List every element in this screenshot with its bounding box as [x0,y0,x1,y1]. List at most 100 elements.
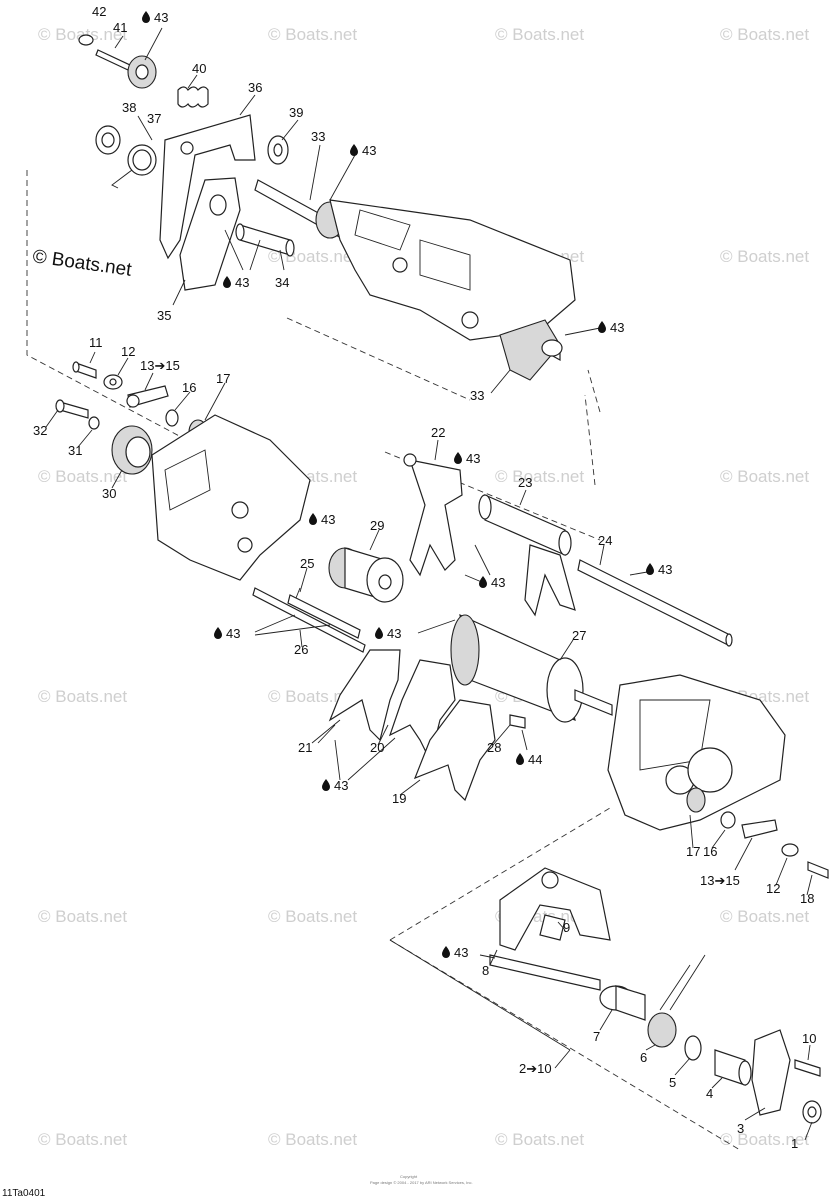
callout-label: 34 [275,275,289,290]
part-3-bracket [751,1029,791,1116]
part-20-fork [388,659,456,762]
callout-label: 9 [563,920,570,935]
callout-label: 43 [362,143,376,158]
callout-label: 38 [122,100,136,115]
part-6-spring [647,1012,677,1048]
watermark: © Boats.net [38,1130,127,1149]
watermark: © Boats.net [268,25,357,44]
callout-label: 17 [216,371,230,386]
part-28-pin [509,714,526,729]
part-33-sector [499,319,561,381]
callout-label: 32 [33,423,47,438]
callout-label: 17 [686,844,700,859]
callout-label: 16 [703,844,717,859]
watermark: © Boats.net [38,467,127,486]
part-23-sleeve [484,494,566,556]
figure-code: 11Ta0401 [2,1188,46,1199]
part-9-spring [539,914,566,941]
callout-label: 33 [470,388,484,403]
callout-label: 4 [706,1086,713,1101]
watermarks: © Boats.net © Boats.net © Boats.net © Bo… [31,25,809,1149]
part-40-spring [177,86,209,108]
watermark: © Boats.net [495,25,584,44]
part-42-washer [78,34,94,46]
watermark: © Boats.net [495,467,584,486]
part-8-lever [499,867,611,951]
part-41-shaft [95,49,131,71]
oil-drop-icon [223,276,231,288]
part-10-bolt [794,1059,821,1077]
oil-drop-icon [442,946,450,958]
watermark: © Boats.net [38,687,127,706]
callout-label: 43 [658,562,672,577]
assembly-outlines [26,170,741,1151]
watermark: © Boats.net [268,1130,357,1149]
part-12-washer-right [781,843,799,857]
callout-label: 43 [454,945,468,960]
callout-label: 25 [300,556,314,571]
callout-label: 43 [235,275,249,290]
callout-label: 23 [518,475,532,490]
callout-label: 27 [572,628,586,643]
watermark: © Boats.net [38,907,127,926]
callout-label: 43 [226,626,240,641]
callout-label: 29 [370,518,384,533]
watermark: © Boats.net [495,1130,584,1149]
callout-label: 43 [387,626,401,641]
oil-drop-icon [322,779,330,791]
callout-label: 30 [102,486,116,501]
part-8-shaft [489,954,601,991]
callout-labels: 42 41 43 40 36 38 37 39 33 43 43 34 35 4… [33,4,816,1151]
watermark: © Boats.net [720,247,809,266]
part-31-washer [88,416,100,430]
callout-label: 42 [92,4,106,19]
leader-lines [45,27,813,1141]
callout-label: 3 [737,1121,744,1136]
oil-drop-icon [516,753,524,765]
callout-label: 8 [482,963,489,978]
callout-label: 37 [147,111,161,126]
part-17-spring-right [686,787,706,813]
watermark: © Boats.net [720,467,809,486]
callout-label: 12 [766,881,780,896]
callout-label: 28 [487,740,501,755]
callout-label: 12 [121,344,135,359]
callout-label: 43 [154,10,168,25]
main-watermark: © Boats.net [31,246,133,281]
left-shift-assembly [55,361,311,581]
part-25-rod [287,594,361,639]
callout-label: 5 [669,1075,676,1090]
lower-shift-assembly [489,867,822,1124]
callout-label: 10 [802,1031,816,1046]
callout-label: 43 [321,512,335,527]
callout-label: 43 [610,320,624,335]
oil-drop-icon [309,513,317,525]
upper-shift-assembly [78,34,576,381]
right-housing-assembly [607,674,829,879]
watermark: © Boats.net [268,687,357,706]
oil-drop-icon [598,321,606,333]
callout-label: 36 [248,80,262,95]
oil-drop-icon [350,144,358,156]
part-16-washer [165,409,179,427]
part-26-rod [252,587,366,653]
callout-label: 26 [294,642,308,657]
left-housing [151,414,311,581]
watermark: © Boats.net [268,907,357,926]
copyright-line: Page design © 2004 - 2017 by ARI Network… [370,1180,473,1185]
callout-label: 13➔15 [700,873,740,888]
oil-drop-icon [454,452,462,464]
part-24-rod [577,559,731,646]
part-19-fork [413,699,496,802]
callout-label: 40 [192,61,206,76]
callout-label: 33 [311,129,325,144]
callout-label: 7 [593,1029,600,1044]
callout-label: 6 [640,1050,647,1065]
part-16-washer-right [720,811,736,829]
watermark: © Boats.net [720,1130,809,1149]
watermark: © Boats.net [38,25,127,44]
callout-label: 1 [791,1136,798,1151]
lubricant-drop-icons [142,11,654,958]
callout-label: 2➔10 [519,1061,552,1076]
part-34-pin [239,224,291,256]
